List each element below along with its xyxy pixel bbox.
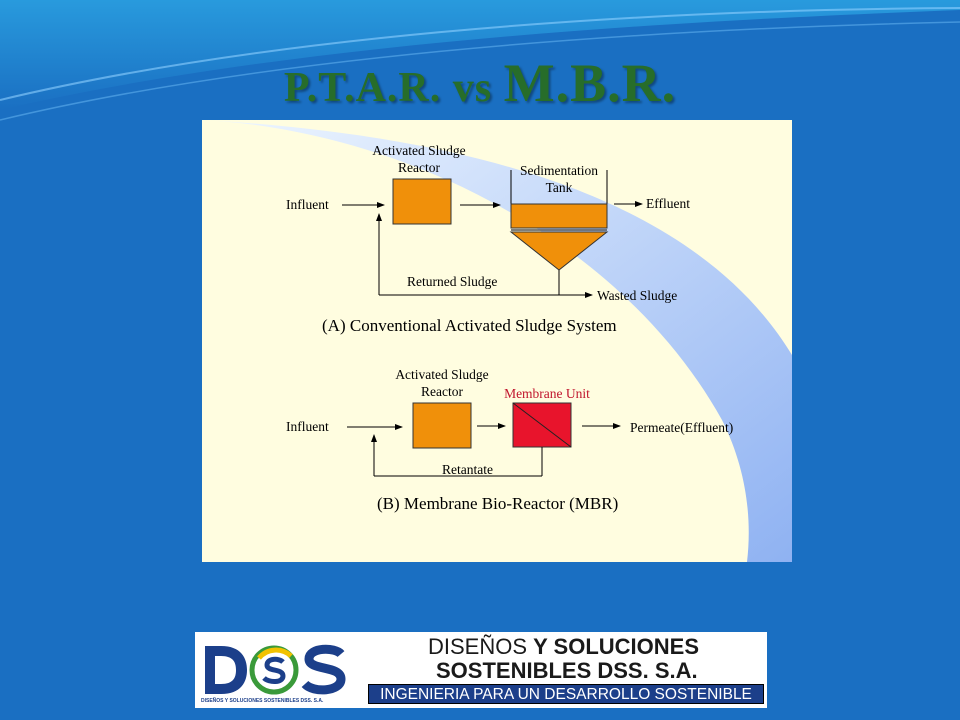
a-caption: (A) Conventional Activated Sludge System xyxy=(322,316,617,335)
b-reactor-label-line1: Activated Sludge xyxy=(395,367,488,382)
a-activated-sludge-reactor xyxy=(392,178,452,225)
b-influent-label: Influent xyxy=(286,419,329,434)
company-name-part-a: DISEÑOS xyxy=(428,634,534,659)
company-name-line1: DISEÑOS Y SOLUCIONES xyxy=(428,634,699,660)
a-returned-sludge-label: Returned Sludge xyxy=(407,274,497,289)
a-reactor-label-line2: Reactor xyxy=(398,160,440,175)
dss-logo-mark xyxy=(205,644,346,695)
company-name-line2: SOSTENIBLES DSS. S.A. xyxy=(436,658,698,684)
logo-letter-s-center xyxy=(262,656,286,684)
a-wasted-sludge-label: Wasted Sludge xyxy=(597,288,677,303)
b-retentate-label: Retantate xyxy=(442,462,493,477)
a-reactor-label-line1: Activated Sludge xyxy=(372,143,465,158)
process-diagram: Activated Sludge Reactor Sedimentation T… xyxy=(202,120,792,562)
a-influent-label: Influent xyxy=(286,197,329,212)
a-effluent-label: Effluent xyxy=(646,196,690,211)
figure-curve-decoration xyxy=(202,120,792,562)
diagram-canvas: Activated Sludge Reactor Sedimentation T… xyxy=(202,120,792,562)
logo-circle-yellow xyxy=(257,647,293,660)
title-part1: P.T.A.R. vs xyxy=(283,65,504,111)
a-tank-label-line2: Tank xyxy=(546,180,573,195)
b-activated-sludge-reactor xyxy=(412,402,472,449)
a-sedimentation-tank-hopper xyxy=(509,231,609,271)
logo-letter-s-right xyxy=(301,644,346,695)
logo-letter-d xyxy=(205,646,247,694)
b-reactor-label-line2: Reactor xyxy=(421,384,463,399)
company-tagline: INGENIERIA PARA UN DESARROLLO SOSTENIBLE xyxy=(368,684,764,704)
a-sedimentation-tank-body xyxy=(510,203,608,229)
b-caption: (B) Membrane Bio-Reactor (MBR) xyxy=(377,494,618,513)
company-name-part-b: Y SOLUCIONES xyxy=(533,634,699,659)
logo-small-text: DISEÑOS Y SOLUCIONES SOSTENIBLES DSS. S.… xyxy=(201,698,324,704)
company-name-line2-text: SOSTENIBLES DSS. S.A. xyxy=(436,658,698,683)
slide-title: P.T.A.R. vs M.B.R. xyxy=(0,52,960,114)
b-membrane-diagonal xyxy=(512,402,572,448)
title-part2: M.B.R. xyxy=(503,53,677,113)
b-permeate-label: Permeate(Effluent) xyxy=(630,420,733,435)
company-logo-banner: DISEÑOS Y SOLUCIONES SOSTENIBLES DSS. S.… xyxy=(195,632,767,708)
a-tank-label-line1: Sedimentation xyxy=(520,163,598,178)
b-membrane-label: Membrane Unit xyxy=(504,386,590,401)
